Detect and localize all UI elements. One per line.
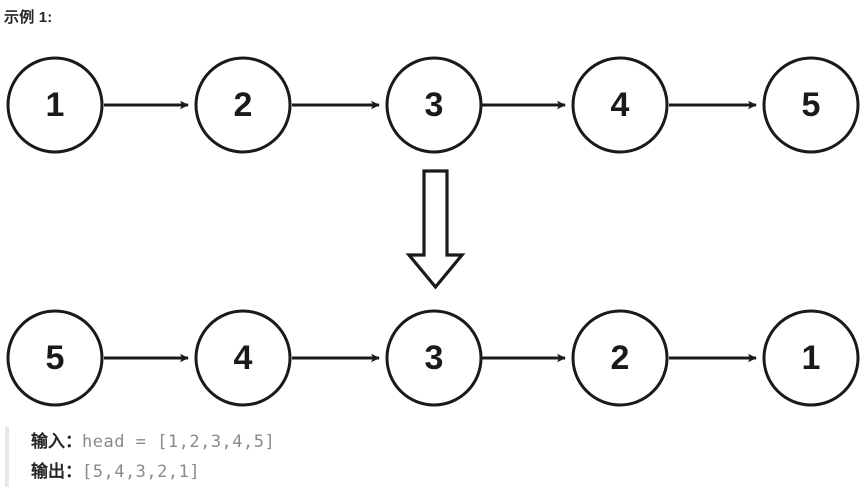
- input-line: 输入：head = [1,2,3,4,5]: [31, 427, 860, 457]
- page-title: 示例 1:: [4, 9, 53, 26]
- node-label: 5: [802, 86, 821, 124]
- output-label: 输出：: [31, 462, 82, 481]
- output-value: [5,4,3,2,1]: [82, 462, 201, 482]
- node-input-0: 1: [6, 56, 104, 154]
- node-input-3: 4: [571, 56, 669, 154]
- output-line: 输出：[5,4,3,2,1]: [31, 457, 860, 487]
- node-output-3: 2: [571, 309, 669, 407]
- node-label: 1: [802, 339, 821, 377]
- row-input-list: 1 2 3 4 5: [6, 56, 860, 154]
- node-label: 3: [425, 86, 444, 124]
- node-label: 2: [611, 339, 630, 377]
- node-label: 5: [46, 339, 65, 377]
- down-block-arrow-icon: [405, 169, 466, 290]
- node-input-2: 3: [385, 56, 483, 154]
- node-label: 1: [46, 86, 65, 124]
- node-label: 4: [234, 339, 253, 377]
- node-input-4: 5: [762, 56, 860, 154]
- node-label: 2: [234, 86, 253, 124]
- node-label: 4: [611, 86, 630, 124]
- linked-list-diagram: 1 2 3 4 5: [0, 40, 865, 415]
- row-output-list: 5 4 3 2 1: [6, 309, 860, 407]
- node-input-1: 2: [194, 56, 292, 154]
- node-output-2: 3: [385, 309, 483, 407]
- node-output-0: 5: [6, 309, 104, 407]
- input-label: 输入：: [31, 432, 82, 451]
- input-value: head = [1,2,3,4,5]: [82, 432, 276, 452]
- example-io-block: 输入：head = [1,2,3,4,5] 输出：[5,4,3,2,1]: [5, 427, 860, 487]
- node-label: 3: [425, 339, 444, 377]
- node-output-4: 1: [762, 309, 860, 407]
- node-output-1: 4: [194, 309, 292, 407]
